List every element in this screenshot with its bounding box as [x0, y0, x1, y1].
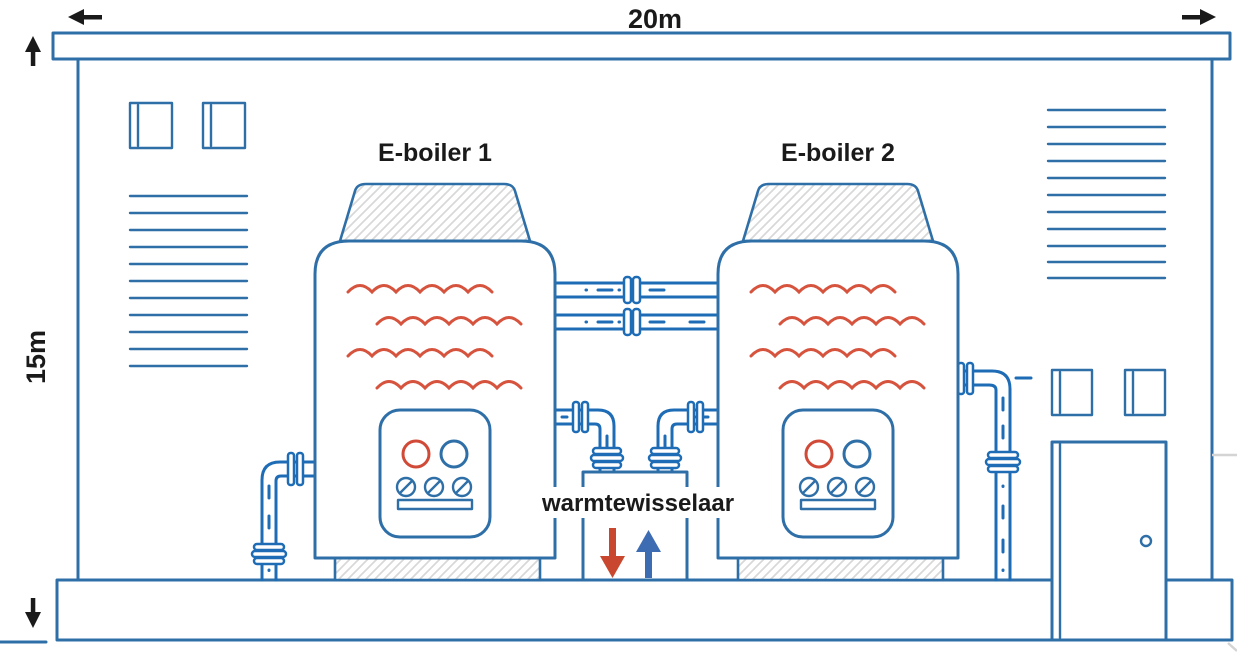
pipe-flange — [686, 400, 696, 434]
pipe-flange — [589, 453, 625, 463]
pipe-flange — [649, 460, 681, 470]
cold-indicator-light — [842, 439, 872, 469]
pipe-flange — [591, 446, 623, 456]
pipe-flange — [984, 457, 1022, 467]
flow-up-arrow-icon — [636, 530, 661, 578]
window — [1050, 368, 1094, 417]
control-panel-face — [781, 408, 895, 539]
right-windows — [1050, 368, 1167, 417]
panel-slot — [799, 498, 877, 511]
dim-arrow-up-icon — [25, 36, 41, 66]
control-panel — [378, 408, 492, 539]
pipe-flange — [965, 361, 975, 396]
cold-indicator-light — [439, 439, 469, 469]
boiler-1 — [313, 182, 557, 582]
dim-arrow-down-icon — [25, 598, 41, 628]
window — [128, 101, 174, 150]
pipe-coupling — [622, 307, 633, 337]
pipe-flange — [295, 451, 305, 487]
heat-exchanger-label: warmtewisselaar — [541, 490, 734, 517]
pipe-coupling — [631, 307, 642, 337]
pipe-flange — [649, 446, 681, 456]
pipe-flange — [580, 400, 590, 434]
width-dimension-label: 20m — [628, 4, 682, 34]
boiler-top-cap — [741, 182, 935, 243]
dim-arrow-left-icon — [68, 9, 102, 25]
boiler2-right-pipe — [956, 361, 1033, 582]
height-dimension: 15m — [21, 36, 51, 628]
boiler-2 — [716, 182, 960, 582]
pipe-flange — [695, 400, 705, 434]
boiler-mounting-pad — [736, 556, 945, 582]
roof-beam — [51, 31, 1232, 61]
boiler-connecting-pipes — [553, 275, 720, 337]
pipe-flange — [986, 450, 1020, 460]
boiler-mounting-pad — [333, 556, 542, 582]
pipe-flange — [250, 549, 288, 559]
ground-tick-right — [1227, 642, 1237, 652]
boiler2-label: E-boiler 2 — [781, 139, 895, 167]
foundation-base — [55, 578, 1234, 642]
height-dimension-label: 15m — [21, 330, 51, 384]
width-dimension: 20m — [68, 4, 1216, 34]
window — [201, 101, 247, 150]
pipe-flange — [252, 556, 286, 566]
label-backdrop — [527, 487, 749, 518]
control-knobs — [798, 476, 876, 498]
flow-down-arrow-icon — [600, 528, 625, 578]
left-vent-grille — [128, 194, 249, 368]
left-windows — [128, 101, 247, 150]
pipe-flange — [647, 453, 683, 463]
lower-pipe — [553, 307, 720, 337]
boiler-water-waves — [749, 284, 926, 391]
pipe-flange — [286, 451, 296, 487]
control-panel — [781, 408, 895, 539]
hot-indicator-light — [804, 439, 834, 469]
window — [1123, 368, 1167, 417]
pipe-flange — [252, 542, 286, 552]
hot-indicator-light — [401, 439, 431, 469]
hx-right-pipe — [647, 400, 720, 474]
pipe-flange — [591, 460, 623, 470]
door-handle — [1139, 534, 1153, 548]
control-knobs — [395, 476, 473, 498]
dim-arrow-right-icon — [1182, 9, 1216, 25]
boiler1-label: E-boiler 1 — [378, 139, 492, 167]
right-vent-grille — [1046, 108, 1167, 280]
upper-pipe — [553, 275, 720, 305]
pipe-flange — [986, 464, 1020, 474]
control-panel-face — [378, 408, 492, 539]
pipe-coupling — [622, 275, 633, 305]
pipe-flange — [571, 400, 581, 434]
boiler1-left-pipe — [250, 451, 317, 582]
heat-exchanger-flows — [600, 528, 661, 578]
door — [1050, 440, 1168, 642]
heat-exchanger-pipes — [553, 400, 720, 474]
boiler-top-cap — [338, 182, 532, 243]
panel-slot — [396, 498, 474, 511]
hx-left-pipe — [553, 400, 625, 474]
boiler-water-waves — [346, 284, 523, 391]
pipe-coupling — [631, 275, 642, 305]
